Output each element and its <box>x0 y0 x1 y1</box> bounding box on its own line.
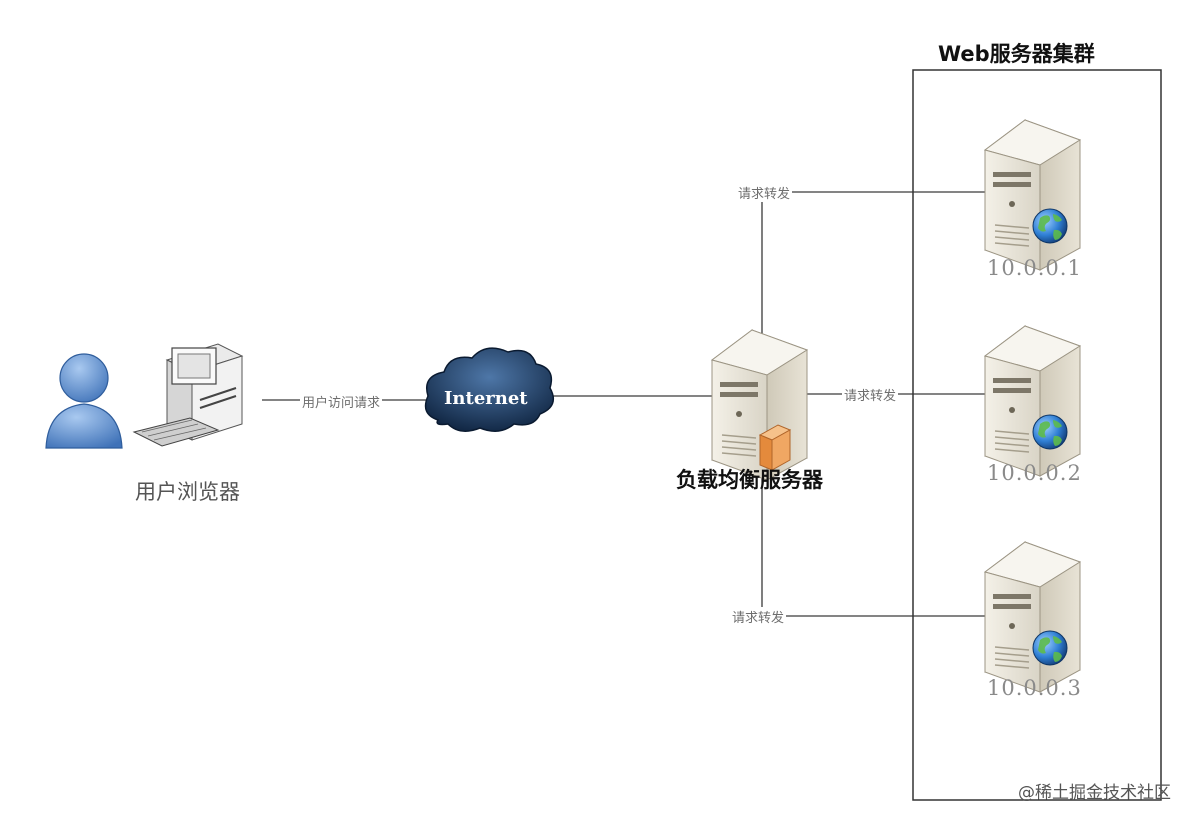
cloud-label: Internet <box>444 388 528 409</box>
lb-server-icon <box>711 329 808 481</box>
server-icon <box>984 119 1081 271</box>
server-icon <box>984 325 1081 477</box>
cluster-title: Web服务器集群 <box>938 42 1095 66</box>
server-icon <box>984 541 1081 693</box>
browser-label: 用户浏览器 <box>135 480 240 504</box>
edge-label-forward-1: 请求转发 <box>736 183 793 202</box>
watermark: @稀土掘金技术社区 <box>1018 783 1171 803</box>
desktop-computer-icon <box>132 343 244 447</box>
server-ip-label: 10.0.0.2 <box>987 461 1082 485</box>
edge-label-forward-3: 请求转发 <box>730 607 787 626</box>
edge-label-user-request: 用户访问请求 <box>300 392 383 411</box>
user-icon <box>45 353 123 449</box>
server-ip-label: 10.0.0.3 <box>987 676 1082 700</box>
globe-icon <box>1032 414 1068 450</box>
cluster-box <box>912 69 1162 801</box>
server-ip-label: 10.0.0.1 <box>987 256 1082 280</box>
edge-label-forward-2: 请求转发 <box>842 385 899 404</box>
cloud-icon <box>424 347 555 432</box>
globe-icon <box>1032 208 1068 244</box>
firewall-icon <box>758 424 792 471</box>
globe-icon <box>1032 630 1068 666</box>
lb-label: 负载均衡服务器 <box>676 468 823 492</box>
